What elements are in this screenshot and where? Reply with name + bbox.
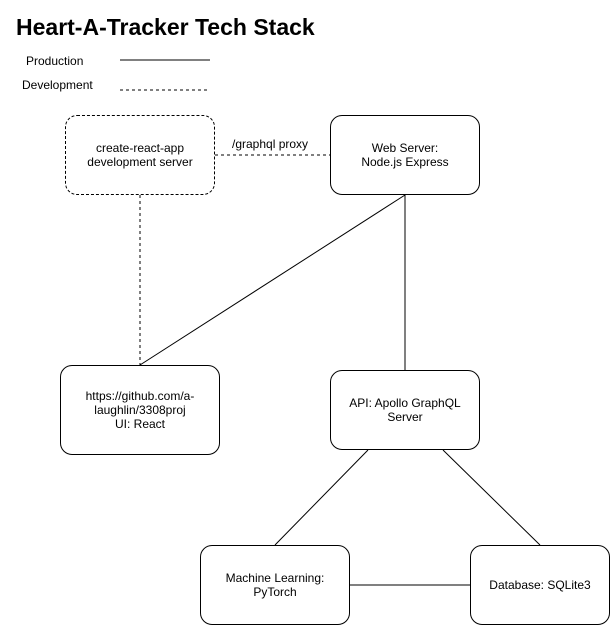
- edge-label-graphql-proxy: /graphql proxy: [232, 137, 309, 151]
- legend-development-label: Development: [22, 78, 93, 92]
- node-ui-react: https://github.com/a- laughlin/3308proj …: [60, 365, 220, 455]
- node-web-server: Web Server: Node.js Express: [330, 115, 480, 195]
- node-cra-dev-server-label: create-react-app development server: [87, 141, 193, 169]
- node-api-label: API: Apollo GraphQL Server: [349, 396, 461, 424]
- node-api: API: Apollo GraphQL Server: [330, 370, 480, 450]
- edge-webserver-to-ui: [139, 194, 406, 366]
- node-cra-dev-server: create-react-app development server: [65, 115, 215, 195]
- node-machine-learning: Machine Learning: PyTorch: [200, 545, 350, 625]
- legend-production-label: Production: [26, 54, 84, 68]
- node-ui-react-label: https://github.com/a- laughlin/3308proj …: [85, 389, 195, 431]
- node-machine-learning-label: Machine Learning: PyTorch: [225, 571, 325, 599]
- edge-api-to-database: [442, 449, 541, 546]
- node-web-server-label: Web Server: Node.js Express: [361, 141, 449, 169]
- diagram-title: Heart-A-Tracker Tech Stack: [16, 14, 315, 40]
- node-database: Database: SQLite3: [470, 545, 610, 625]
- edge-api-to-ml: [274, 449, 369, 546]
- node-database-label: Database: SQLite3: [489, 578, 591, 592]
